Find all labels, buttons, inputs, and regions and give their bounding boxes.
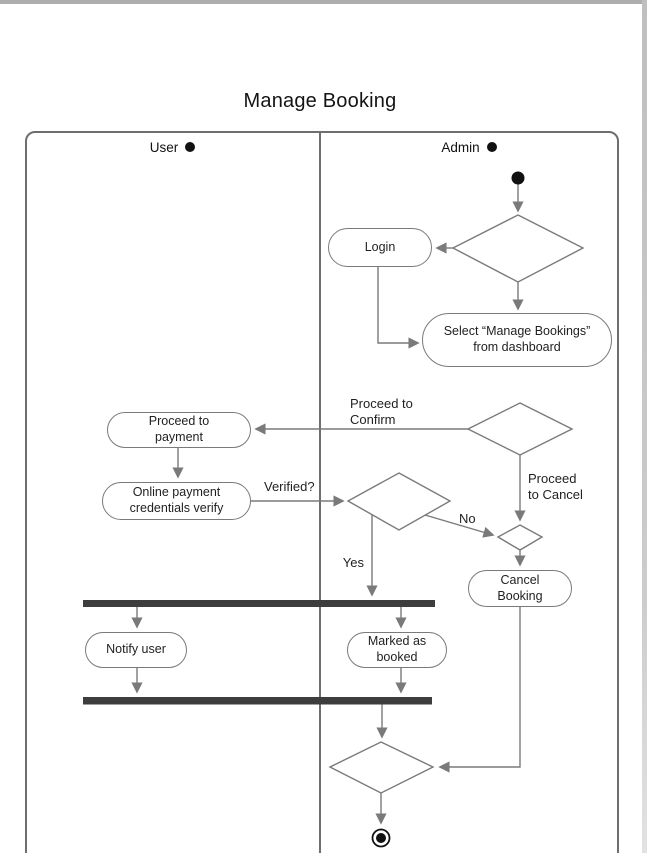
edge-label-verified: Verified?	[264, 479, 315, 494]
join-bar	[83, 697, 432, 705]
diagram-title: Manage Booking	[243, 90, 397, 112]
lane-admin-label: Admin	[441, 139, 480, 155]
lane-user-label: User	[149, 139, 179, 155]
end-node-core-icon	[376, 833, 386, 843]
edge-login-to-select	[377, 267, 420, 349]
final-merge-diamond	[328, 741, 435, 794]
page-edge-right	[642, 0, 647, 853]
swimlane-divider	[319, 131, 321, 853]
edge-label-proceed-to-cancel: Proceed to Cancel	[528, 471, 583, 502]
decision-login-diamond	[451, 214, 585, 283]
edge-label-proceed-to-confirm: Proceed to Confirm	[350, 396, 413, 427]
edge-cancel-booking-to-final-merge	[438, 607, 521, 773]
lane-admin-bullet-icon	[486, 142, 497, 152]
edge-verified-no	[424, 514, 495, 538]
merge-diamond	[496, 524, 544, 551]
activity-select-manage-bookings: Select “Manage Bookings” from dashboard	[422, 313, 612, 367]
activity-marked-as-booked: Marked as booked	[347, 632, 447, 668]
activity-proceed-to-payment: Proceed to payment	[107, 412, 251, 448]
activity-cancel-booking: Cancel Booking	[468, 570, 572, 607]
activity-notify-user: Notify user	[85, 632, 187, 668]
edge-label-yes: Yes	[342, 555, 364, 570]
activity-online-payment-verify: Online payment credentials verify	[102, 482, 251, 520]
page-edge-top	[0, 0, 647, 4]
lane-header-user: User	[25, 138, 320, 156]
decision-verified-diamond	[346, 472, 452, 531]
start-node-icon	[511, 171, 525, 185]
fork-bar	[83, 600, 435, 607]
swimlane-frame	[25, 131, 619, 853]
lane-header-admin: Admin	[321, 138, 617, 156]
decision-confirm-cancel-diamond	[466, 402, 574, 456]
lane-user-bullet-icon	[185, 142, 196, 152]
edge-label-no: No	[459, 511, 476, 526]
activity-login: Login	[328, 228, 432, 267]
